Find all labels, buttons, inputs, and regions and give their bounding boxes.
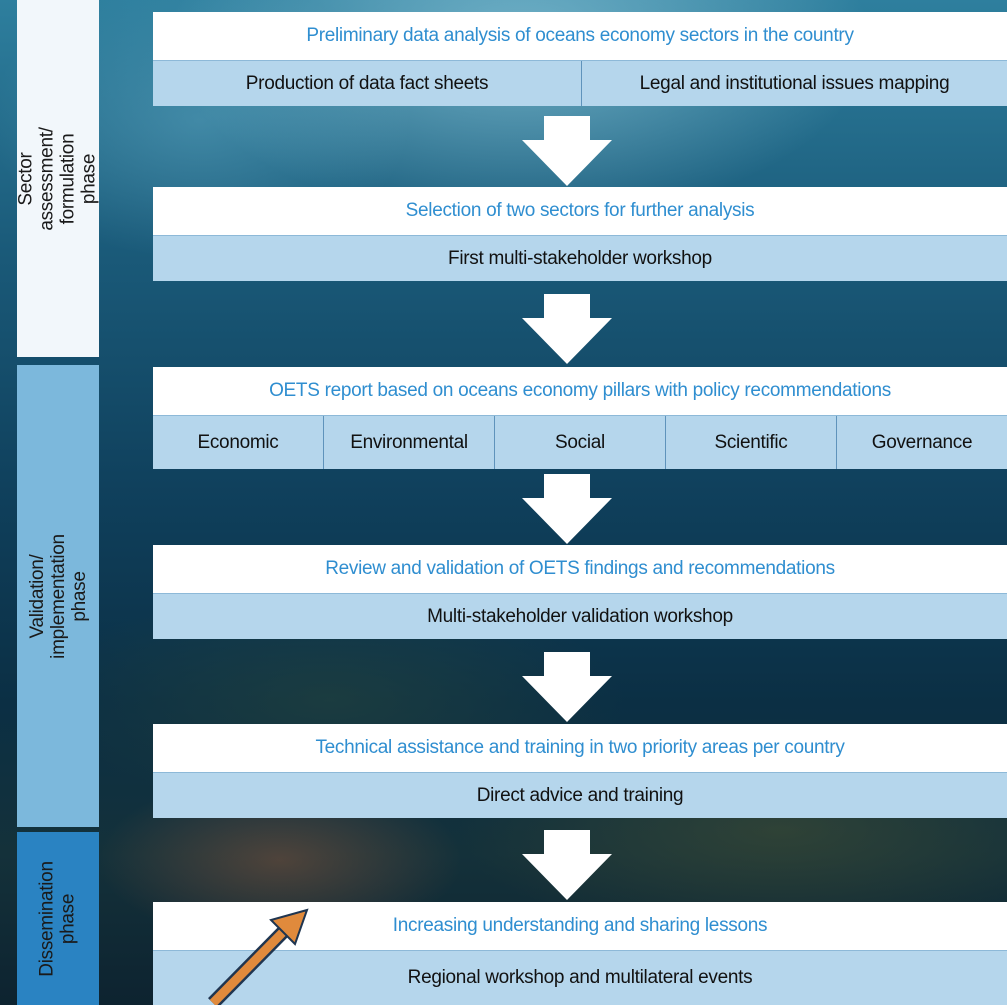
stage-items: Regional workshop and multilateral event… — [153, 950, 1007, 1005]
pillar-economic: Economic — [197, 431, 279, 453]
stage-title: Review and validation of OETS findings a… — [153, 545, 1007, 593]
stage-items: Multi-stakeholder validation workshop — [153, 593, 1007, 639]
stage-title: OETS report based on oceans economy pill… — [153, 367, 1007, 415]
stage-item: Production of data fact sheets — [245, 72, 489, 94]
stage-title: Preliminary data analysis of oceans econ… — [153, 12, 1007, 60]
down-arrow-icon — [522, 294, 612, 364]
phase-validation: Validation/ implementation phase — [17, 365, 99, 827]
stage-title: Technical assistance and training in two… — [153, 724, 1007, 772]
stage-items: First multi-stakeholder workshop — [153, 235, 1007, 281]
stage-title: Selection of two sectors for further ana… — [153, 187, 1007, 235]
stage-items: Production of data fact sheets Legal and… — [153, 60, 1007, 106]
phase-dissemination: Dissemination phase — [17, 832, 99, 1005]
down-arrow-icon — [522, 830, 612, 900]
stage-review-validation: Review and validation of OETS findings a… — [153, 545, 1007, 639]
phase-label: Sector assessment/ formulation phase — [16, 126, 101, 231]
stage-item: Legal and institutional issues mapping — [581, 61, 1007, 106]
stage-oets-report: OETS report based on oceans economy pill… — [153, 367, 1007, 469]
stage-items: Direct advice and training — [153, 772, 1007, 818]
stage-item: Direct advice and training — [476, 784, 684, 806]
phase-label: Validation/ implementation phase — [26, 533, 90, 659]
pillar-scientific: Scientific — [665, 416, 836, 469]
down-arrow-icon — [522, 652, 612, 722]
stage-items: Economic Environmental Social Scientific… — [153, 415, 1007, 469]
phase-assessment: Sector assessment/ formulation phase — [16, 0, 101, 357]
pointer-arrow-icon — [208, 908, 309, 1005]
stage-item: Multi-stakeholder validation workshop — [427, 605, 733, 627]
stage-technical-assistance: Technical assistance and training in two… — [153, 724, 1007, 818]
stage-item: First multi-stakeholder workshop — [448, 247, 712, 269]
pillar-social: Social — [494, 416, 665, 469]
pillar-environmental: Environmental — [323, 416, 494, 469]
stage-sector-selection: Selection of two sectors for further ana… — [153, 187, 1007, 281]
down-arrow-icon — [522, 474, 612, 544]
stage-preliminary-analysis: Preliminary data analysis of oceans econ… — [153, 12, 1007, 106]
down-arrow-icon — [522, 116, 612, 186]
pillar-governance: Governance — [836, 416, 1007, 469]
stage-item: Regional workshop and multilateral event… — [407, 967, 753, 988]
phase-label: Dissemination phase — [37, 860, 79, 977]
